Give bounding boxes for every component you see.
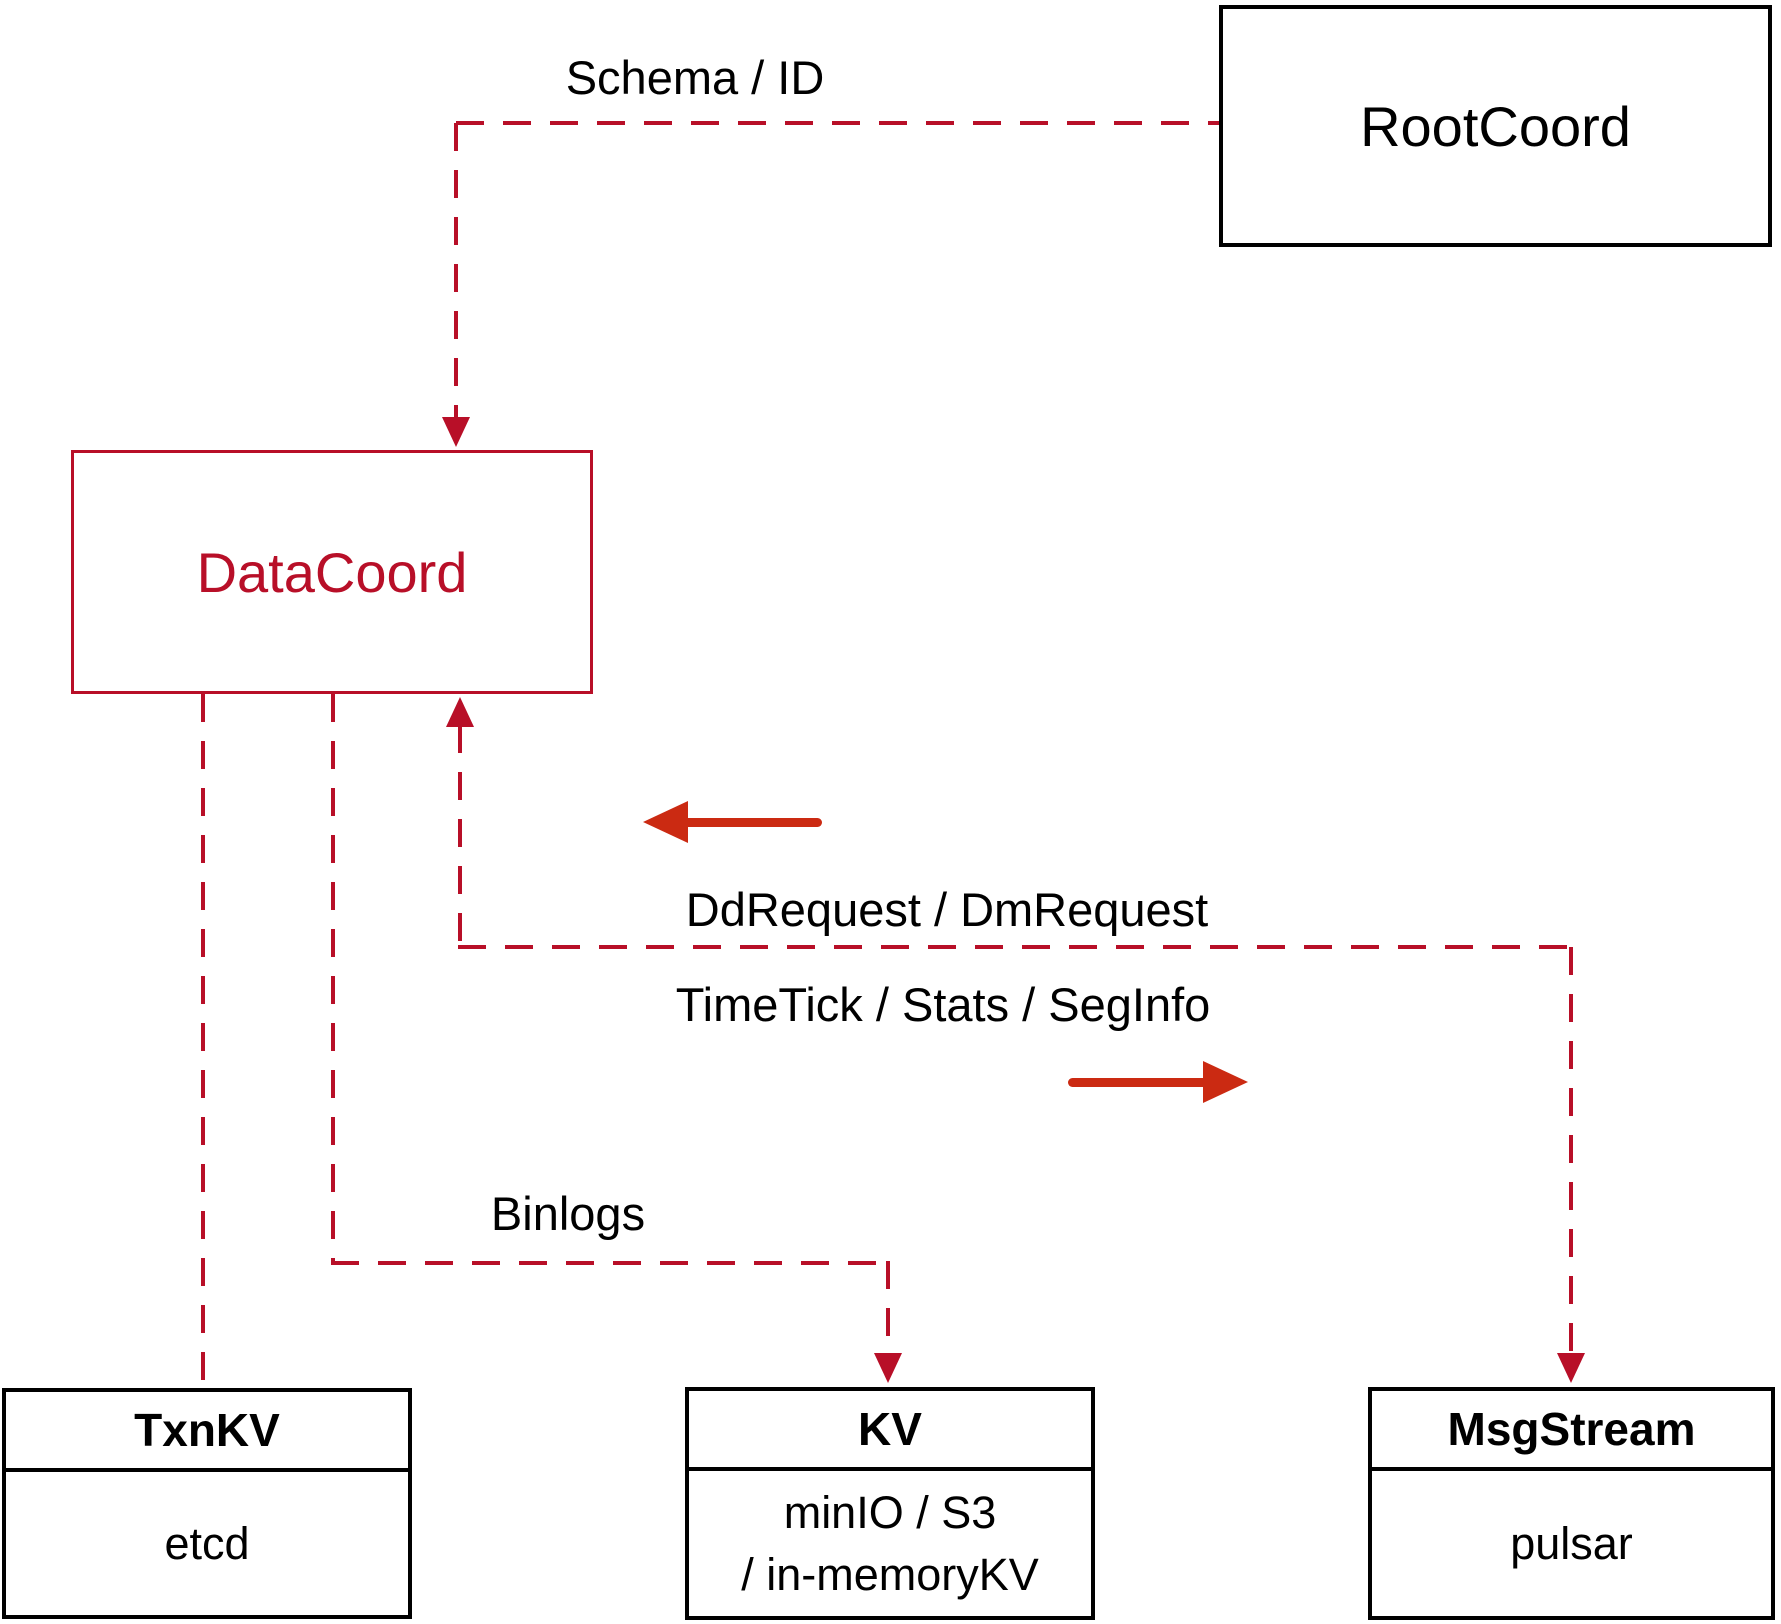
arrowhead-into-datacoord-bottom xyxy=(446,697,474,727)
edge-label-timetick-stats-seginfo: TimeTick / Stats / SegInfo xyxy=(675,978,1211,1031)
kv-body-line-1: minIO / S3 xyxy=(783,1486,997,1538)
edge-schema-id-horizontal-line xyxy=(456,121,1219,125)
msgstream-box: MsgStream pulsar xyxy=(1368,1387,1775,1620)
datacoord-box: DataCoord xyxy=(71,450,593,694)
edge-label-ddrequest-dmrequest: DdRequest / DmRequest xyxy=(685,883,1209,936)
edge-binlogs-vertical-line-1 xyxy=(331,694,335,1263)
msgstream-body-label: pulsar xyxy=(1510,1517,1633,1569)
edge-schema-id-vertical-line xyxy=(454,123,458,417)
edge-label-schema-id: Schema / ID xyxy=(565,51,825,104)
edge-ddrequest-horizontal-line xyxy=(458,945,1573,949)
edge-datacoord-txnkv-line xyxy=(201,694,205,1388)
edge-msgstream-vertical-line xyxy=(1569,947,1573,1353)
txnkv-box: TxnKV etcd xyxy=(2,1388,412,1619)
txnkv-body-label: etcd xyxy=(164,1517,250,1569)
right-direction-arrow-icon xyxy=(1203,1061,1248,1103)
edge-binlogs-horizontal-line xyxy=(331,1261,888,1265)
kv-box: KV minIO / S3 / in-memoryKV xyxy=(685,1387,1095,1620)
arrowhead-into-datacoord-top xyxy=(442,417,470,447)
edge-ddrequest-vertical-line xyxy=(458,725,462,947)
kv-body-line-2: / in-memoryKV xyxy=(741,1548,1039,1600)
txnkv-title: TxnKV xyxy=(6,1392,408,1472)
datacoord-label: DataCoord xyxy=(196,540,468,604)
edge-binlogs-vertical-line-2 xyxy=(886,1261,890,1355)
arrowhead-into-msgstream-top xyxy=(1557,1353,1585,1383)
rootcoord-label: RootCoord xyxy=(1360,94,1631,158)
left-direction-arrow-shaft xyxy=(680,818,822,827)
msgstream-title: MsgStream xyxy=(1372,1391,1771,1471)
kv-title: KV xyxy=(689,1391,1091,1471)
right-direction-arrow-shaft xyxy=(1068,1078,1210,1087)
arrowhead-into-kv-top xyxy=(874,1353,902,1383)
edge-label-binlogs: Binlogs xyxy=(490,1187,646,1240)
rootcoord-box: RootCoord xyxy=(1219,5,1772,247)
